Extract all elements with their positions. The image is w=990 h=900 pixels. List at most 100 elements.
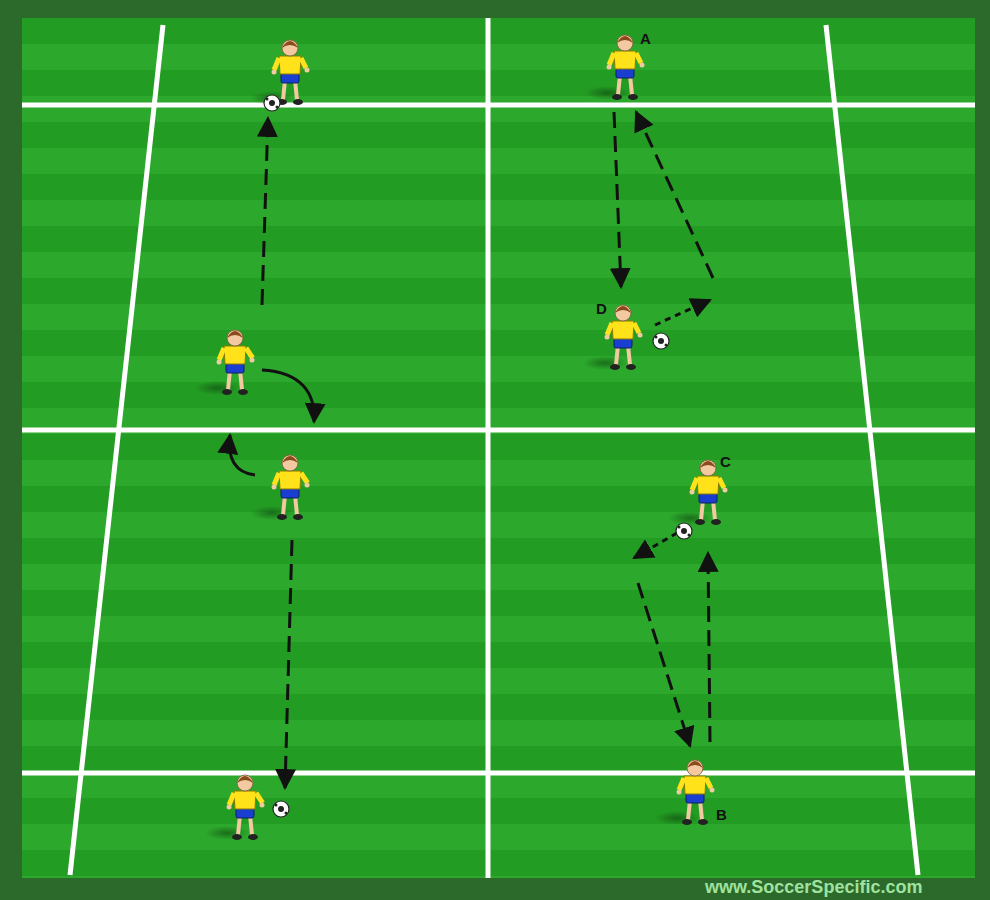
players — [195, 35, 728, 840]
figure-part — [301, 58, 306, 68]
figure-part — [653, 333, 669, 349]
figure-part — [282, 40, 298, 56]
figure-part — [695, 519, 705, 525]
figure-part — [615, 306, 631, 313]
soccer-ball — [653, 333, 669, 349]
figure-part — [711, 519, 721, 525]
figure-part — [628, 94, 638, 100]
figure-part — [195, 381, 239, 395]
figure-part — [655, 336, 658, 339]
figure-part — [282, 41, 298, 48]
player-figure — [583, 305, 643, 370]
player-letter: C — [720, 453, 731, 470]
figure-part — [706, 778, 711, 788]
player-figure — [668, 460, 728, 525]
figure-part — [229, 793, 234, 805]
figure-part — [285, 812, 288, 815]
figure-part — [676, 523, 692, 539]
figure-part — [279, 471, 301, 489]
player-letter: D — [596, 300, 607, 317]
figure-part — [679, 778, 684, 790]
figure-part — [700, 460, 716, 476]
figure-part — [279, 56, 301, 74]
player-letter: A — [640, 30, 651, 47]
figure-part — [687, 760, 703, 776]
player-letter: B — [716, 806, 727, 823]
balls — [264, 95, 692, 817]
figure-part — [282, 456, 298, 463]
figure-part — [217, 360, 222, 365]
figure-part — [273, 801, 289, 817]
figure-part — [692, 478, 697, 490]
figure-part — [224, 346, 246, 364]
figure-part — [227, 330, 243, 346]
figure-part — [272, 70, 277, 75]
figure-part — [690, 490, 695, 495]
figure-part — [626, 364, 636, 370]
figure-part — [634, 323, 639, 333]
figure-part — [246, 348, 253, 358]
figure-part — [250, 506, 294, 520]
figure-part — [277, 514, 287, 520]
figure-part — [617, 35, 633, 51]
figure-part — [276, 106, 279, 109]
figure-part — [610, 364, 620, 370]
figure-part — [612, 321, 634, 339]
figure-part — [274, 58, 279, 70]
figure-part — [665, 344, 668, 347]
figure-part — [700, 461, 716, 468]
figure-part — [677, 790, 682, 795]
figure-part — [684, 776, 706, 794]
player-figure — [195, 330, 255, 395]
figure-part — [617, 36, 633, 43]
figure-part — [605, 335, 610, 340]
figure-part — [232, 834, 242, 840]
figure-part — [237, 775, 253, 791]
figure-part — [227, 331, 243, 338]
figure-part — [607, 323, 612, 335]
figure-part — [723, 488, 728, 493]
figure-part — [678, 526, 681, 529]
figure-part — [658, 338, 664, 344]
figure-part — [248, 834, 258, 840]
figure-part — [719, 478, 724, 488]
figure-part — [293, 99, 303, 105]
figure-part — [698, 819, 708, 825]
watermark: www.SoccerSpecific.com — [705, 877, 922, 898]
player-figure — [250, 455, 310, 520]
figure-part — [266, 98, 269, 101]
figure-part — [710, 788, 715, 793]
figure-part — [282, 455, 298, 471]
soccer-ball — [676, 523, 692, 539]
figure-part — [585, 86, 629, 100]
figure-part — [636, 53, 641, 63]
figure-part — [607, 65, 612, 70]
figure-part — [293, 514, 303, 520]
figure-part — [278, 806, 284, 812]
player-figure — [585, 35, 645, 100]
soccer-ball — [264, 95, 280, 111]
figure-part — [305, 68, 310, 73]
soccer-ball — [273, 801, 289, 817]
figure-part — [274, 473, 279, 485]
figure-part — [205, 826, 249, 840]
figure-part — [612, 94, 622, 100]
figure-part — [256, 793, 263, 803]
figure-part — [640, 63, 645, 68]
figure-part — [614, 51, 636, 69]
figure-part — [234, 791, 256, 809]
figure-part — [264, 95, 280, 111]
figure-part — [222, 389, 232, 395]
figure-part — [260, 803, 265, 808]
figure-part — [272, 485, 277, 490]
figure-part — [682, 819, 692, 825]
player-figure — [250, 40, 310, 105]
figure-part — [250, 358, 255, 363]
grass — [22, 18, 975, 878]
movement-arrows — [229, 112, 713, 788]
figure-part — [687, 761, 703, 768]
figure-part — [305, 483, 310, 488]
figure-part — [681, 528, 687, 534]
